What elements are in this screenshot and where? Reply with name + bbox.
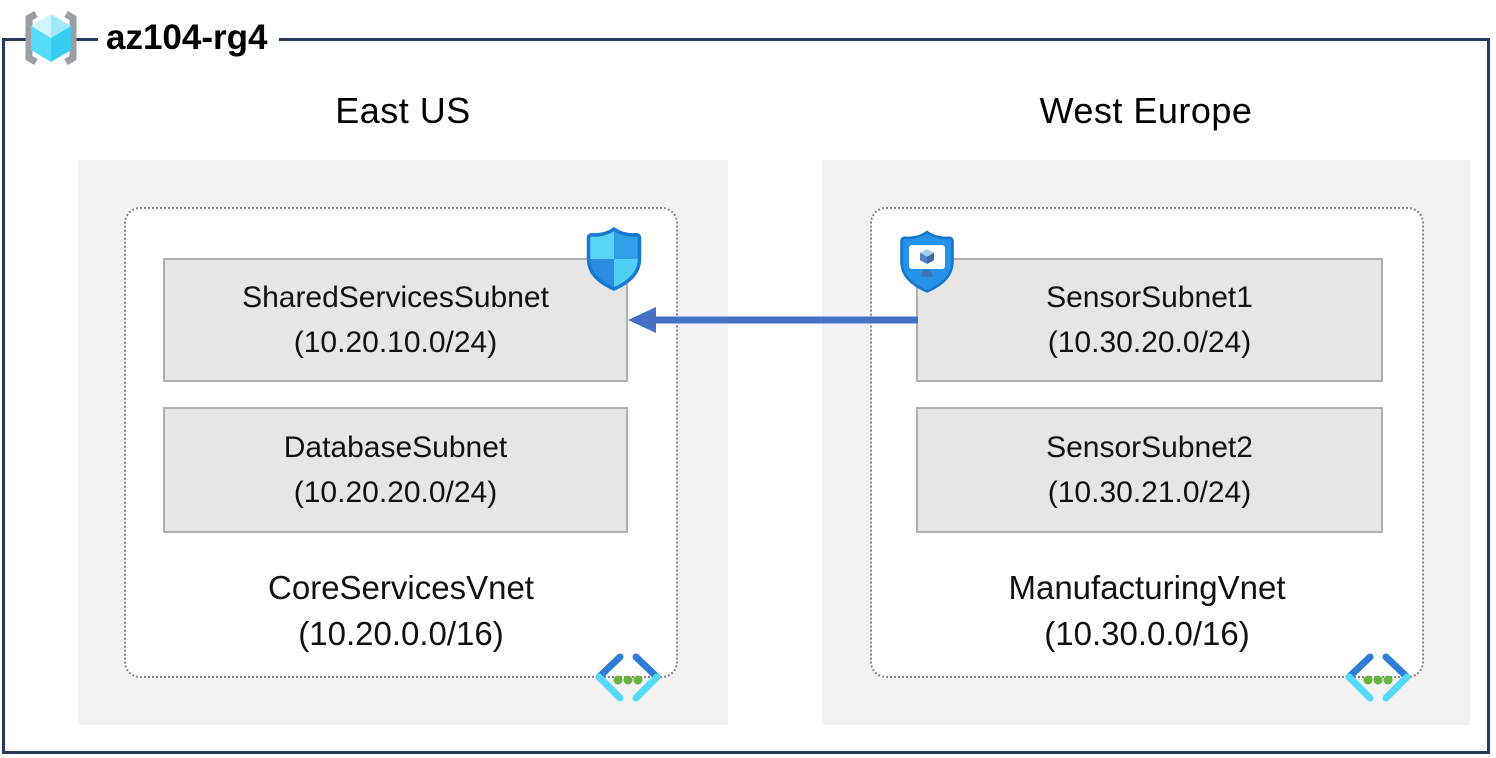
network-security-group-shield-icon [583, 226, 645, 292]
region-title-west-europe: West Europe [1039, 90, 1253, 131]
subnet-sharedservicessubnet: SharedServicesSubnet (10.20.10.0/24) [163, 258, 628, 382]
resource-group-icon [16, 6, 86, 70]
vnet-label-coreservicesvnet: CoreServicesVnet (10.20.0.0/16) [124, 565, 678, 657]
subnet-cidr: (10.30.21.0/24) [1047, 476, 1252, 509]
subnet-sensorsubnet1: SensorSubnet1 (10.30.20.0/24) [916, 258, 1383, 382]
resource-group-header: az104-rg4 [16, 6, 280, 70]
vnet-cidr: (10.20.0.0/16) [298, 615, 504, 652]
resource-group-frame [2, 38, 1490, 754]
subnet-name: SensorSubnet2 [1046, 431, 1253, 464]
subnet-databasesubnet: DatabaseSubnet (10.20.20.0/24) [163, 407, 628, 533]
peering-arrow [620, 298, 930, 342]
vnet-label-manufacturingvnet: ManufacturingVnet (10.30.0.0/16) [870, 565, 1424, 657]
subnet-cidr: (10.20.20.0/24) [293, 476, 498, 509]
region-title-east-us: East US [335, 90, 471, 131]
vnet-cidr: (10.30.0.0/16) [1044, 615, 1250, 652]
subnet-name: SharedServicesSubnet [242, 281, 549, 314]
virtual-network-icon [1342, 650, 1414, 704]
subnet-cidr: (10.30.20.0/24) [1047, 326, 1252, 359]
subnet-cidr: (10.20.10.0/24) [293, 326, 498, 359]
vnet-name: CoreServicesVnet [268, 569, 534, 606]
resource-group-name: az104-rg4 [98, 8, 280, 68]
vnet-name: ManufacturingVnet [1008, 569, 1286, 606]
application-security-group-shield-icon [896, 230, 958, 294]
virtual-network-icon [592, 650, 664, 704]
subnet-name: DatabaseSubnet [283, 431, 508, 464]
subnet-name: SensorSubnet1 [1046, 281, 1253, 314]
subnet-sensorsubnet2: SensorSubnet2 (10.30.21.0/24) [916, 407, 1383, 533]
